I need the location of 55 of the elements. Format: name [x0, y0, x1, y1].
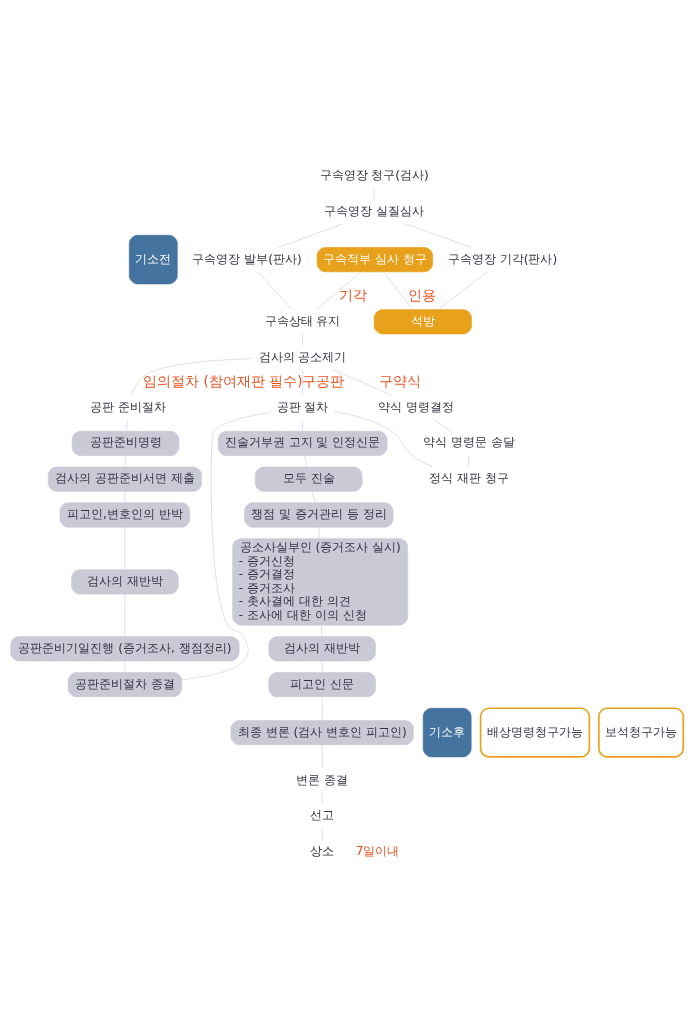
connector — [181, 411, 272, 681]
node-text: 상소 — [310, 844, 335, 859]
node-box: 배상명령청구가능 — [479, 707, 591, 758]
node-box: 기소후 — [422, 707, 472, 758]
connector — [278, 223, 344, 248]
connector — [302, 419, 303, 432]
connector — [257, 271, 293, 310]
node-box: 구속적부 심사 청구 — [316, 247, 433, 273]
edge-label: 임의절차 (참여재판 필수) — [143, 372, 303, 389]
node-text: 약식 명령문 송달 — [422, 435, 515, 450]
connector — [332, 369, 392, 396]
node-box: 기소전 — [128, 235, 178, 285]
connector — [302, 369, 303, 396]
edge-label: 인용 — [408, 287, 437, 304]
node-text: 공판 절차 — [276, 399, 329, 414]
node-text: 공판 준비절차 — [90, 399, 167, 414]
node-text: 구속영장 실질심사 — [324, 203, 425, 218]
edge-label: 구약식 — [378, 372, 421, 389]
node-box: 검사의 공판준비서면 제출 — [47, 466, 202, 492]
node-box: 석방 — [373, 309, 472, 335]
node-text: 구속영장 발부(판사) — [192, 251, 302, 266]
connector — [383, 271, 414, 310]
node-text: 구속영장 기각(판사) — [447, 251, 558, 266]
connector — [433, 419, 452, 432]
node-box: 검사의 재반박 — [268, 636, 376, 662]
node-box: 검사의 재반박 — [71, 569, 179, 595]
node-box: 모두 진술 — [254, 466, 363, 492]
connector — [315, 271, 362, 310]
connector — [437, 271, 488, 310]
node-text: 변론 종결 — [296, 772, 349, 787]
node-text: 검사의 공소제기 — [258, 349, 347, 364]
node-text: 구속영장 청구(검사) — [319, 167, 429, 182]
node-box: 쟁점 및 증거관리 등 정리 — [244, 502, 394, 528]
label: 7일이내 — [355, 844, 400, 859]
connector — [302, 333, 303, 346]
connector — [321, 624, 323, 637]
node-box: 공판준비절차 종결 — [67, 672, 182, 698]
node-box: 피고인 신문 — [268, 672, 376, 698]
node-box: 보석청구가능 — [598, 707, 685, 758]
node-box: 공소사실부인 (증거조사 실시) - 증거신청 - 증거결정 - 증거조사 - 촛사결에 대한 의견 - 조사에 대한 이의 신청 — [232, 538, 408, 626]
node-text: 정식 재판 청구 — [428, 471, 509, 486]
node-box: 공판준비명령 — [71, 430, 180, 456]
connector — [405, 223, 472, 248]
node-text: 구속상태 유지 — [264, 313, 341, 328]
node-box: 공판준비기일진행 (증거조사, 쟁점정리) — [10, 636, 240, 662]
connector — [334, 411, 433, 468]
node-text: 약식 명령결정 — [378, 399, 455, 414]
node-box: 피고인,변호인의 반박 — [59, 502, 191, 528]
edge-label: 구공판 — [302, 372, 345, 389]
connector — [311, 491, 316, 503]
node-box: 진술거부권 고지 및 인정신문 — [217, 430, 388, 456]
node-box: 최종 변론 (검사 변호인 피고인) — [230, 720, 414, 746]
node-text: 선고 — [310, 808, 335, 823]
edge-label: 기각 — [338, 287, 367, 304]
connector — [131, 358, 253, 396]
